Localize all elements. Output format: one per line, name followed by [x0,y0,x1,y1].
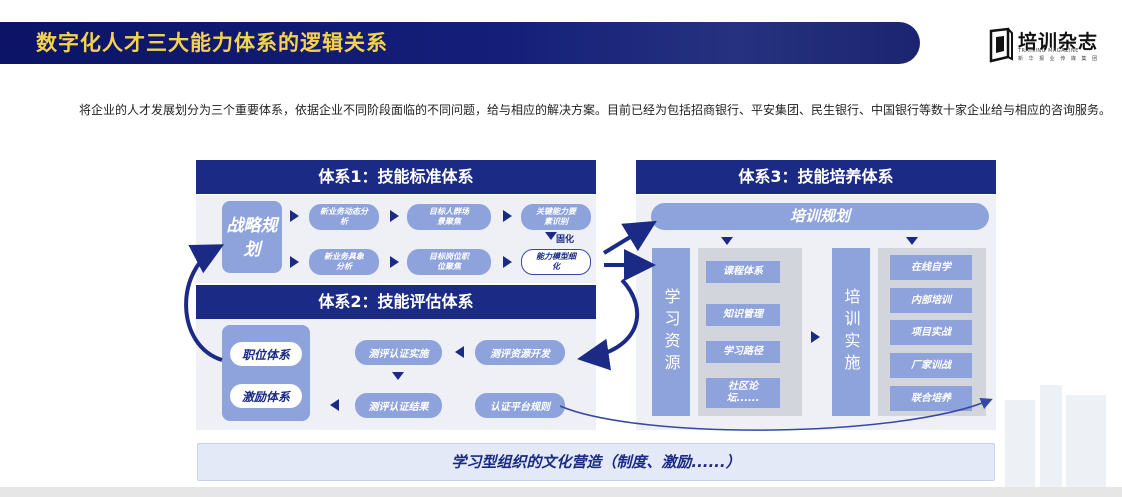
arrow-right-icon [290,256,299,268]
arrow-right-icon [811,331,820,343]
magazine-logo-icon [989,27,1013,63]
implementation-item: 厂家训战 [890,353,972,378]
arrow-right-icon [390,256,399,268]
assessment-implementation: 测评认证实施 [355,340,442,365]
skyline-building [1005,400,1035,487]
system3-title: 体系3：技能培养体系 [636,160,996,194]
certification-rules: 认证平台规则 [475,393,565,418]
system1-title: 体系1：技能标准体系 [196,160,596,194]
skyline-building [1040,385,1062,487]
resource-item: 课程体系 [706,261,780,283]
flow-step: 新业务具象分析 [309,249,379,275]
arrow-left-icon [330,399,339,411]
flow-step: 目标岗位职位聚焦 [407,249,491,275]
logo-subtitle: 新 华 报 业 传 媒 集 团 [1018,56,1100,62]
resource-item: 学习路径 [706,341,780,363]
arrow-right-icon [503,210,512,222]
page-title: 数字化人才三大能力体系的逻辑关系 [36,31,388,55]
training-plan: 培训规划 [651,203,989,230]
system2-title: 体系2：技能评估体系 [196,285,596,319]
implementation-item: 项目实战 [890,320,972,345]
assessment-resource-dev: 测评资源开发 [475,340,565,365]
implementation-item: 在线自学 [890,255,972,280]
implementation-item: 联合培养 [890,386,972,411]
arrow-right-icon [290,210,299,222]
arrow-down-icon [392,372,404,380]
implementation-item: 内部培训 [890,288,972,313]
flow-step-highlight: 能力模型细化 [521,249,591,275]
logo-english: TRAINING MAGAZINE [1018,48,1079,54]
bottom-bar [0,487,1122,497]
incentive-system: 激励体系 [230,384,302,408]
flow-step: 新业务动态分析 [309,204,379,230]
assessment-results: 测评认证结果 [355,393,442,418]
training-implementation-label: 培训实施 [832,248,870,416]
solidify-label: 固化 [556,235,575,245]
position-system: 职位体系 [230,342,302,366]
arrow-right-icon [390,210,399,222]
resource-item: 知识管理 [706,304,780,326]
flow-step: 目标人群场景聚焦 [407,204,491,230]
arrow-left-icon [455,346,464,358]
flow-step: 关键能力要素识别 [521,204,591,230]
intro-paragraph: 将企业的人才发展划分为三个重要体系，依据企业不同阶段面临的不同问题，给与相应的解… [79,103,1112,117]
strategy-planning-box: 战略规划 [222,201,282,273]
arrow-down-icon [545,232,557,240]
arrow-down-icon [721,237,733,245]
logo-text: 培训杂志 [1018,31,1099,53]
arrow-right-icon [503,256,512,268]
header-banner: 数字化人才三大能力体系的逻辑关系 [0,22,920,64]
culture-banner: 学习型组织的文化营造（制度、激励......） [197,443,995,481]
arrow-down-icon [906,237,918,245]
skyline-building [1066,395,1106,487]
learning-resources-label: 学习资源 [652,248,690,416]
resource-item: 社区论坛...... [706,378,780,408]
